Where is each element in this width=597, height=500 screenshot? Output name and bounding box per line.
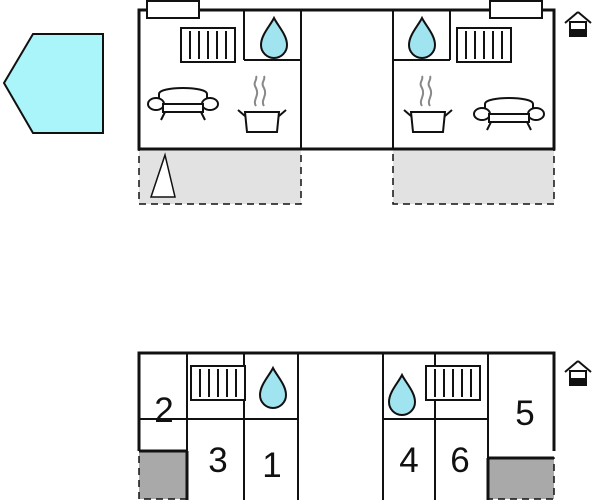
pool-shape [2, 33, 104, 134]
water-drop-icon [260, 17, 288, 59]
room-number-1: 1 [262, 446, 281, 485]
upper-floor [137, 0, 592, 205]
radiator-icon [425, 365, 481, 401]
cooking-pot-icon [237, 75, 287, 133]
radiator-icon [180, 27, 236, 63]
upper-building-outline [137, 8, 556, 151]
terrace-dark-right [487, 457, 555, 500]
radiator-icon [190, 365, 246, 401]
room-number-6: 6 [450, 441, 469, 480]
sofa-icon [147, 87, 219, 121]
sofa-icon [473, 97, 545, 131]
water-drop-icon [408, 17, 436, 59]
entrance-triangle-icon [149, 152, 176, 198]
water-drop-icon [259, 367, 287, 409]
lower-building-outline [137, 351, 556, 451]
radiator-icon [456, 27, 512, 63]
house-icon [564, 11, 592, 37]
window-icon [489, 0, 543, 19]
room-number-4: 4 [399, 441, 418, 480]
cooking-pot-icon [403, 75, 453, 133]
terrace-dark-left [138, 450, 188, 500]
room-number-2: 2 [154, 391, 173, 430]
house-icon [564, 360, 592, 386]
window-icon [146, 0, 200, 19]
room-number-5: 5 [515, 394, 534, 433]
water-drop-icon [388, 374, 416, 416]
terrace-right [392, 148, 555, 205]
room-number-3: 3 [208, 441, 227, 480]
lower-floor: 2 3 1 4 6 5 [137, 351, 592, 500]
